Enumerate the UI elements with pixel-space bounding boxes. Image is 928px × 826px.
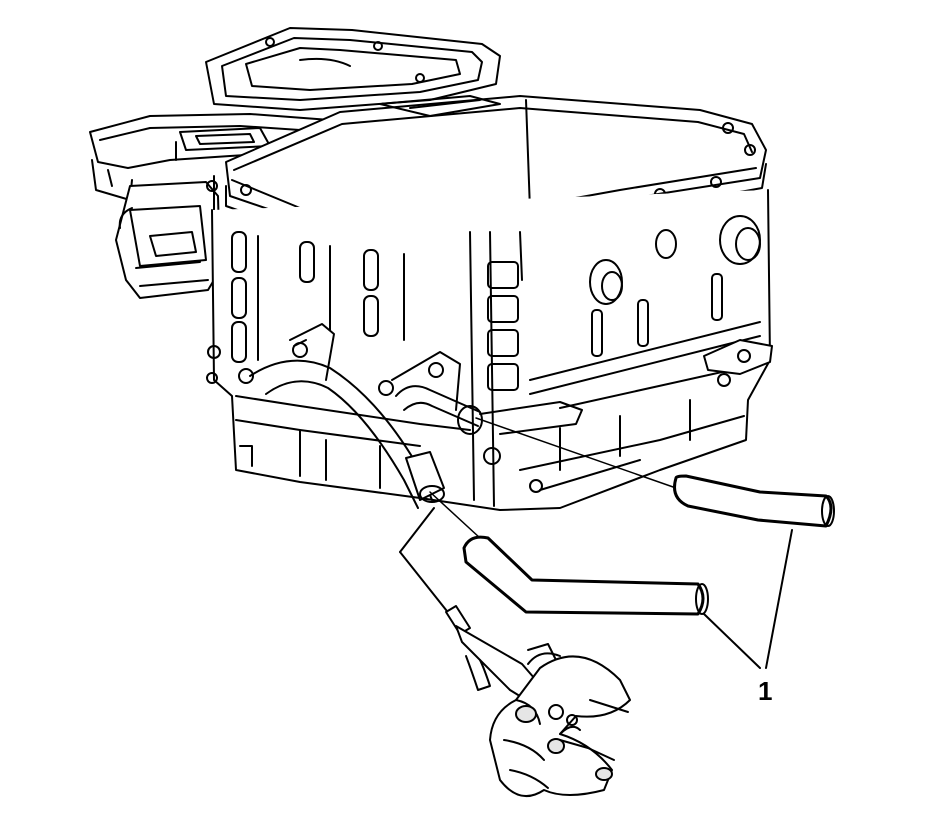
air-blow-gun bbox=[399, 507, 561, 707]
left-mount-bracket bbox=[89, 113, 331, 299]
callout-label-1: 1 bbox=[758, 676, 773, 706]
leader-lines bbox=[429, 417, 677, 539]
callout-leaders bbox=[703, 529, 793, 669]
replacement-hose-left bbox=[462, 535, 709, 616]
hand bbox=[489, 655, 631, 798]
coolant-hose-left bbox=[238, 323, 445, 509]
rear-cover-housing bbox=[205, 27, 501, 111]
coolant-hose-right bbox=[378, 351, 583, 435]
replacement-hose-right bbox=[673, 474, 835, 528]
module-housing-body bbox=[206, 189, 773, 511]
